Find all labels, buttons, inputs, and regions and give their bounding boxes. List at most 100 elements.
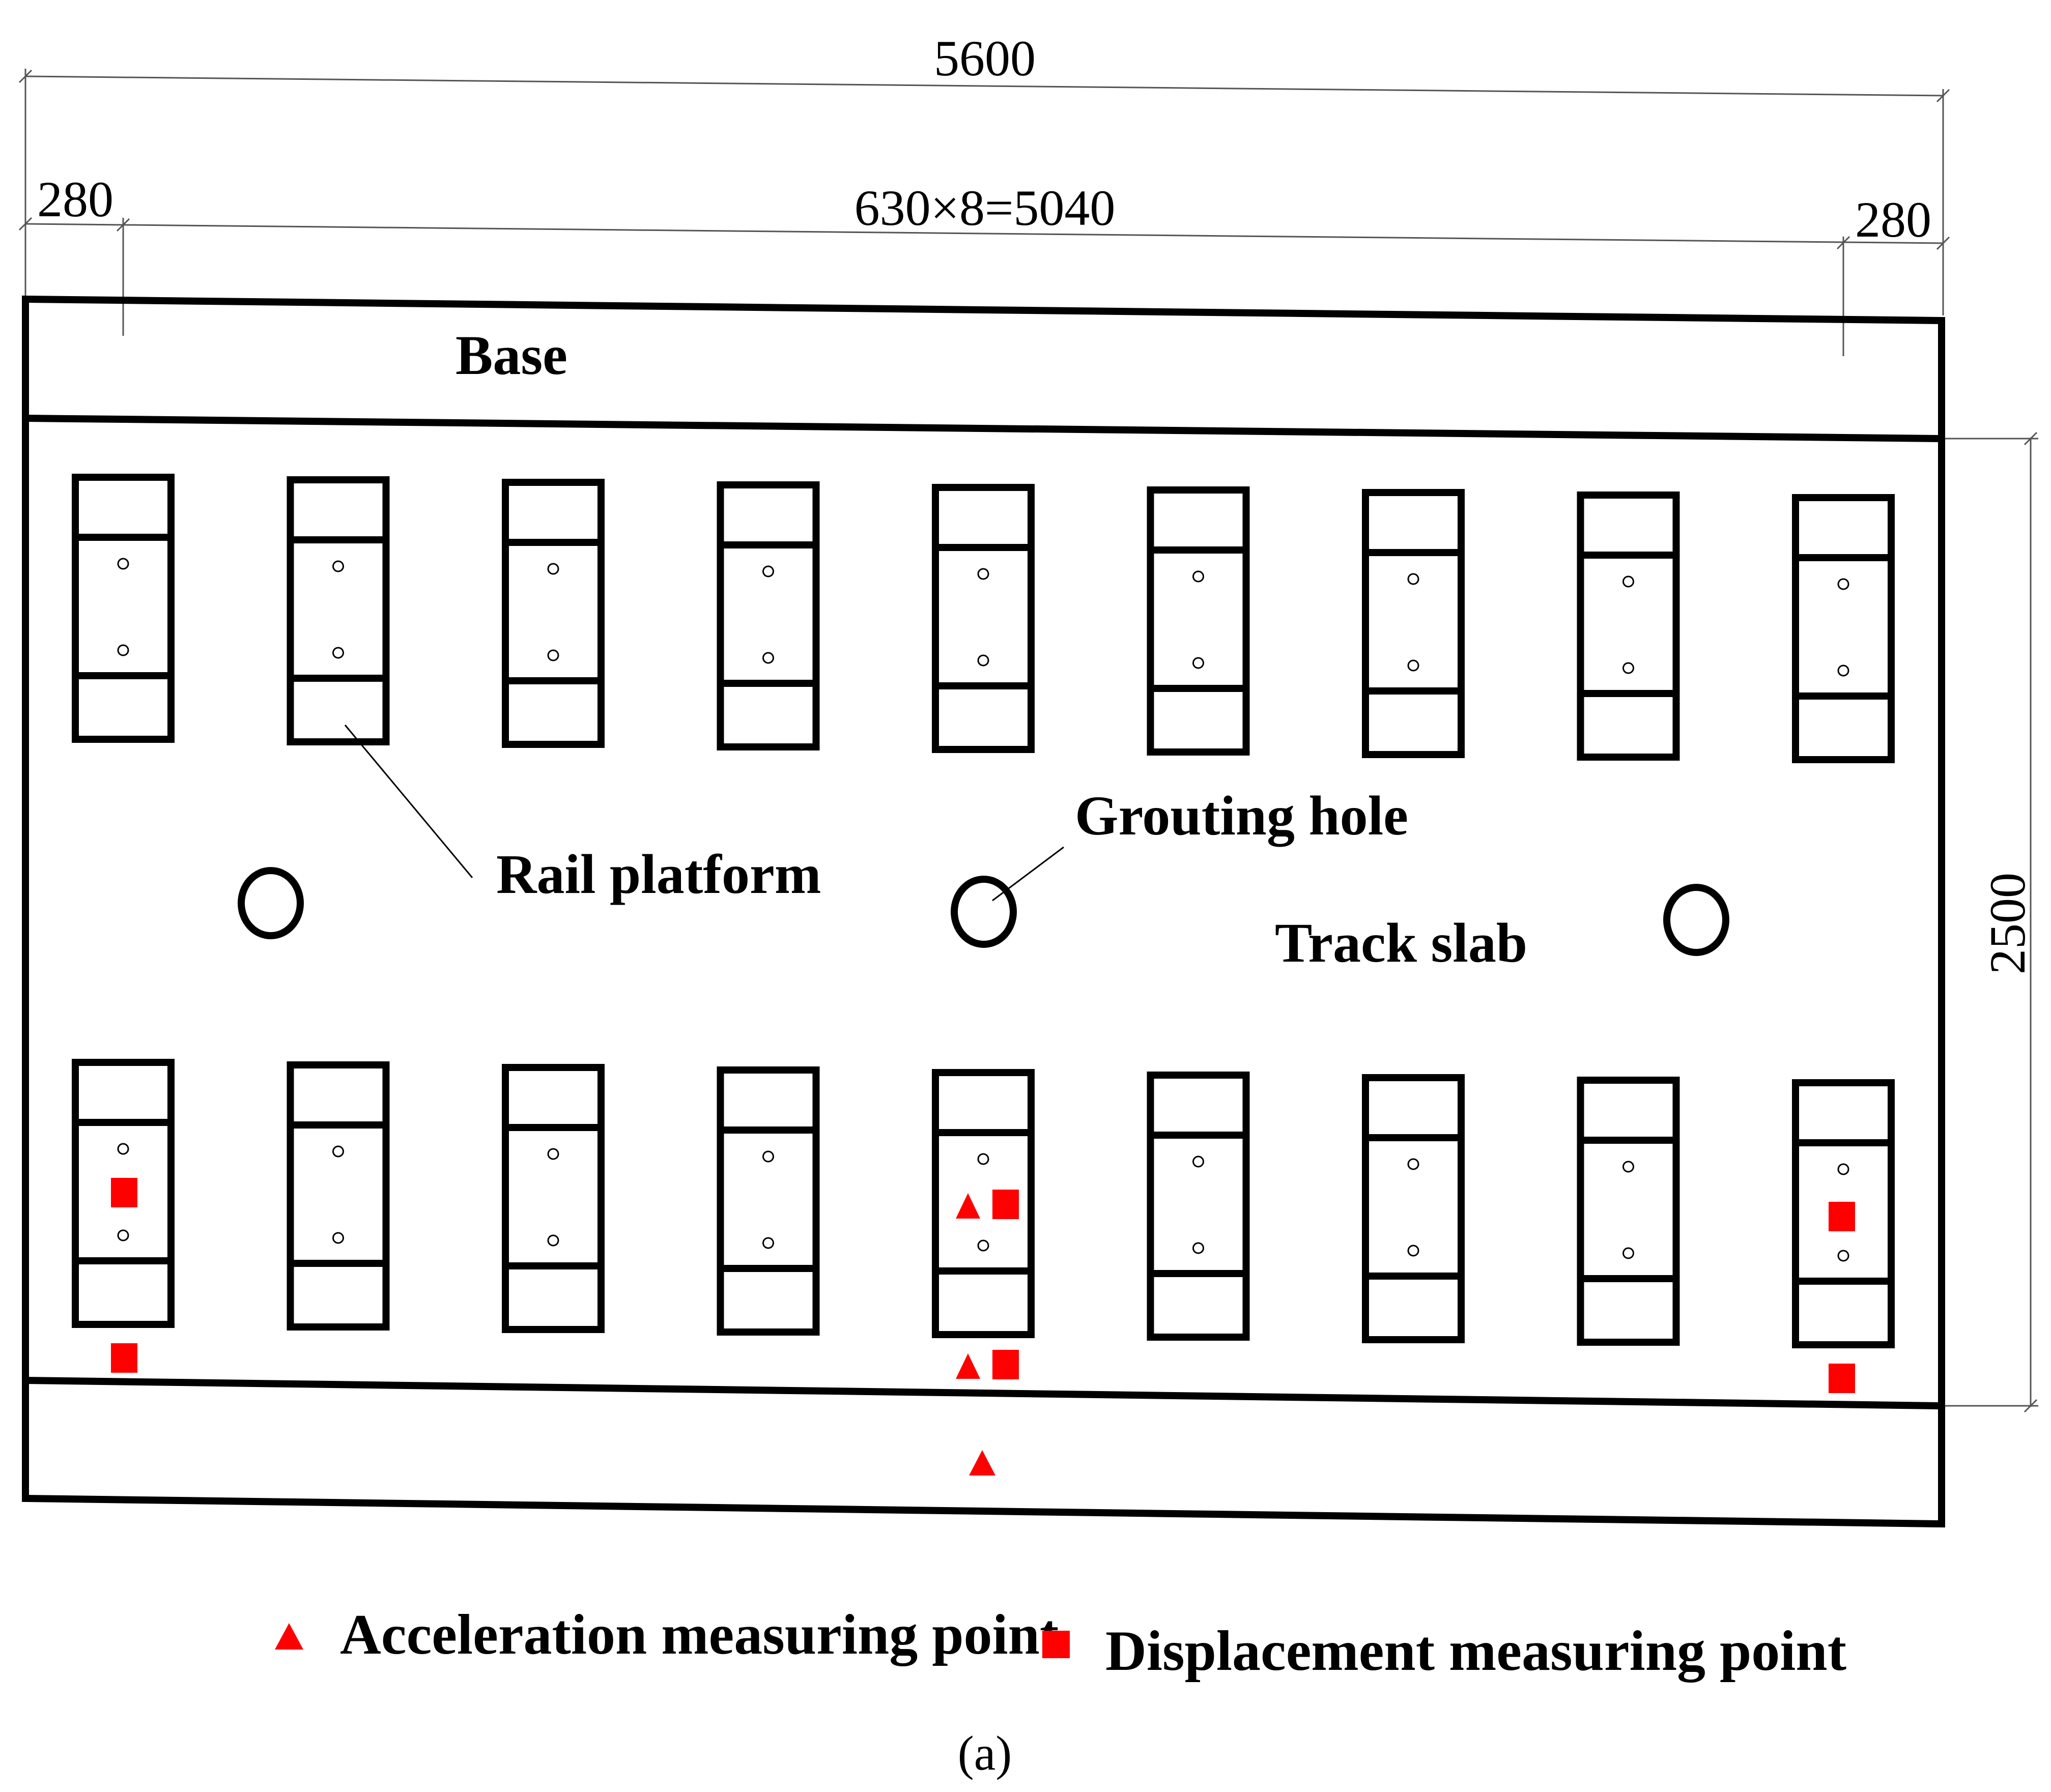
rail-platform-outline: [502, 479, 605, 748]
fastener-hole: [977, 1239, 989, 1252]
fastener-hole: [1192, 570, 1204, 583]
fastener-hole: [1622, 1161, 1634, 1173]
fastener-hole: [547, 1148, 559, 1160]
grouting-holes: [238, 867, 1729, 956]
displacement-point-center-platform: [992, 1190, 1019, 1219]
overall-dimension-line: [25, 75, 1944, 97]
fastener-hole: [1407, 659, 1419, 672]
fastener-hole: [117, 644, 129, 656]
rail-platform-bottom-9: [1792, 1079, 1895, 1348]
rail-platform-outline: [1792, 494, 1895, 763]
rail-platform-top-5: [932, 484, 1035, 753]
rail-platform-top-9: [1792, 494, 1895, 763]
grouting-hole-leader: [992, 846, 1064, 902]
fastener-hole: [977, 654, 989, 667]
rail-platform-top-4: [717, 481, 820, 750]
fastener-hole: [762, 652, 774, 664]
rail-platform-outline: [502, 1064, 605, 1333]
rail-platform-outline: [72, 1059, 175, 1328]
rail-platform-top-1: [72, 474, 175, 743]
rail-platform-outline: [717, 1066, 820, 1336]
fastener-hole: [1837, 578, 1849, 590]
fastener-hole: [332, 1145, 344, 1158]
rail-platform-bottom-6: [1147, 1072, 1250, 1341]
acceleration-point-center-platform: [956, 1193, 980, 1219]
rail-platform-outline: [1792, 1079, 1895, 1348]
rail-platform-outline: [1362, 489, 1465, 758]
acceleration-point-center-slab-edge: [956, 1353, 980, 1379]
caption: (a): [958, 1726, 1012, 1780]
rail-platform-bottom-2: [287, 1061, 390, 1331]
fastener-hole: [1622, 575, 1634, 588]
rail-platform-outline: [1147, 486, 1250, 756]
acceleration-legend-icon: [275, 1623, 303, 1650]
fastener-hole: [1407, 573, 1419, 585]
track-slab-label: Track slab: [1275, 912, 1527, 974]
fastener-hole: [1192, 657, 1204, 669]
fastener-hole: [1622, 1247, 1634, 1259]
dimension-height: 2500: [1979, 873, 2036, 974]
rail-platform-bottom-1: [72, 1059, 175, 1328]
rail-platform-outline: [932, 484, 1035, 753]
dimension-lines: [18, 69, 2038, 1413]
fastener-hole: [117, 1229, 129, 1241]
pitch-tick-1: [18, 217, 33, 231]
dimension-middle: 630×8=5040: [854, 180, 1116, 236]
track-slab-outline: [22, 414, 1945, 1410]
rail-platform-outline: [287, 1061, 390, 1331]
rail-platform-top-8: [1577, 492, 1680, 761]
rail-platform-outline: [72, 474, 175, 743]
pitch-tick-2: [116, 218, 130, 232]
fastener-hole: [332, 1232, 344, 1244]
fastener-hole: [1192, 1155, 1204, 1168]
displacement-point-left-slab-edge: [111, 1343, 137, 1373]
rail-platform-bottom-5: [932, 1069, 1035, 1338]
rail-platform-outline: [1147, 1072, 1250, 1341]
fastener-hole: [117, 1143, 129, 1155]
grouting-hole-right: [1663, 884, 1729, 956]
displacement-legend-label: Displacement measuring point: [1105, 1620, 1846, 1683]
fastener-hole: [332, 647, 344, 659]
fastener-hole: [117, 558, 129, 570]
displacement-legend-icon: [1042, 1631, 1070, 1658]
rail-platform-outline: [1577, 1077, 1680, 1346]
fastener-hole: [1837, 664, 1849, 677]
acceleration-point-base: [969, 1450, 995, 1476]
displacement-point-right-slab-edge: [1829, 1364, 1855, 1393]
grouting-hole-center: [951, 876, 1017, 948]
fastener-hole: [762, 565, 774, 577]
rail-platform-top-7: [1362, 489, 1465, 758]
overall-left-tick: [18, 69, 33, 83]
rail-platform-bottom-4: [717, 1066, 820, 1336]
fastener-hole: [1407, 1245, 1419, 1257]
base-label: Base: [455, 324, 567, 386]
fastener-hole: [762, 1150, 774, 1163]
pitch-tick-4: [1936, 236, 1950, 250]
fastener-hole: [977, 568, 989, 580]
overall-right-tick: [1936, 89, 1950, 103]
grouting-hole-left: [238, 867, 304, 939]
rail-platform-bottom-8: [1577, 1077, 1680, 1346]
fastener-hole: [1837, 1250, 1849, 1262]
rail-platform-outline: [932, 1069, 1035, 1338]
fastener-hole: [547, 563, 559, 575]
fastener-hole: [977, 1153, 989, 1165]
rail-platform-bottom-7: [1362, 1074, 1465, 1343]
rail-platform-label: Rail platform: [496, 843, 821, 905]
displacement-point-center-slab-edge: [992, 1350, 1019, 1379]
fastener-hole: [1622, 662, 1634, 674]
fastener-hole: [332, 560, 344, 572]
displacement-point-left-platform: [111, 1178, 137, 1207]
rail-platform-leader: [344, 725, 473, 878]
displacement-point-right-platform: [1829, 1202, 1855, 1231]
rail-platform-outline: [1362, 1074, 1465, 1343]
grouting-hole-label: Grouting hole: [1075, 785, 1408, 847]
fastener-hole: [1837, 1163, 1849, 1175]
dimension-right-edge: 280: [1855, 191, 1931, 248]
rail-platform-outline: [287, 476, 390, 745]
fastener-hole: [547, 1234, 559, 1247]
dimension-left-edge: 280: [37, 171, 113, 227]
dimension-total: 5600: [934, 30, 1036, 86]
fastener-hole: [1407, 1158, 1419, 1170]
